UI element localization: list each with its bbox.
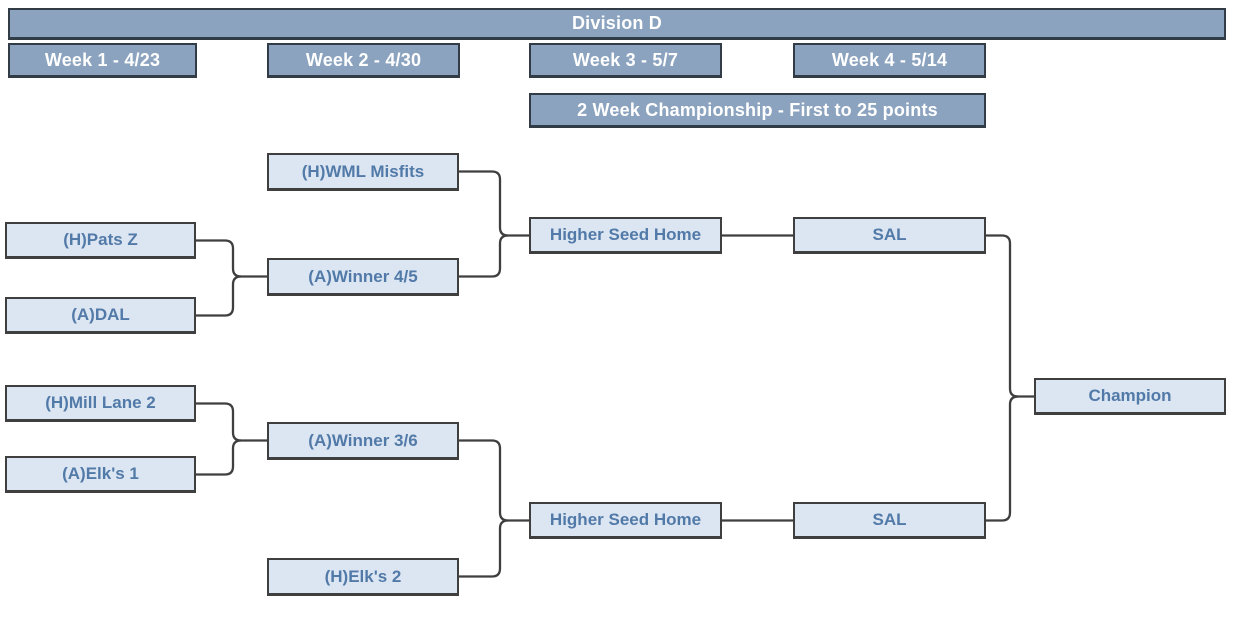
division-header: Division D <box>8 8 1226 40</box>
bracket-box-sal-top: SAL <box>793 217 986 254</box>
bracket-box-winner-3-6: (A)Winner 3/6 <box>267 422 459 460</box>
bracket-box-elks-1: (A)Elk's 1 <box>5 456 196 493</box>
week-4-header: Week 4 - 5/14 <box>793 43 986 78</box>
week-2-header: Week 2 - 4/30 <box>267 43 460 78</box>
bracket-box-champion: Champion <box>1034 378 1226 415</box>
week-1-header: Week 1 - 4/23 <box>8 43 197 78</box>
bracket-box-higher-seed-home-bottom: Higher Seed Home <box>529 502 722 539</box>
bracket-box-mill-lane-2: (H)Mill Lane 2 <box>5 385 196 422</box>
bracket-box-winner-4-5: (A)Winner 4/5 <box>267 258 459 296</box>
bracket-box-dal: (A)DAL <box>5 297 196 334</box>
week-3-header: Week 3 - 5/7 <box>529 43 722 78</box>
championship-banner: 2 Week Championship - First to 25 points <box>529 93 986 128</box>
bracket-box-sal-bottom: SAL <box>793 502 986 539</box>
bracket-box-wml-misfits: (H)WML Misfits <box>267 153 459 191</box>
bracket-box-elks-2: (H)Elk's 2 <box>267 558 459 596</box>
bracket-box-pats-z: (H)Pats Z <box>5 222 196 259</box>
bracket-box-higher-seed-home-top: Higher Seed Home <box>529 217 722 254</box>
